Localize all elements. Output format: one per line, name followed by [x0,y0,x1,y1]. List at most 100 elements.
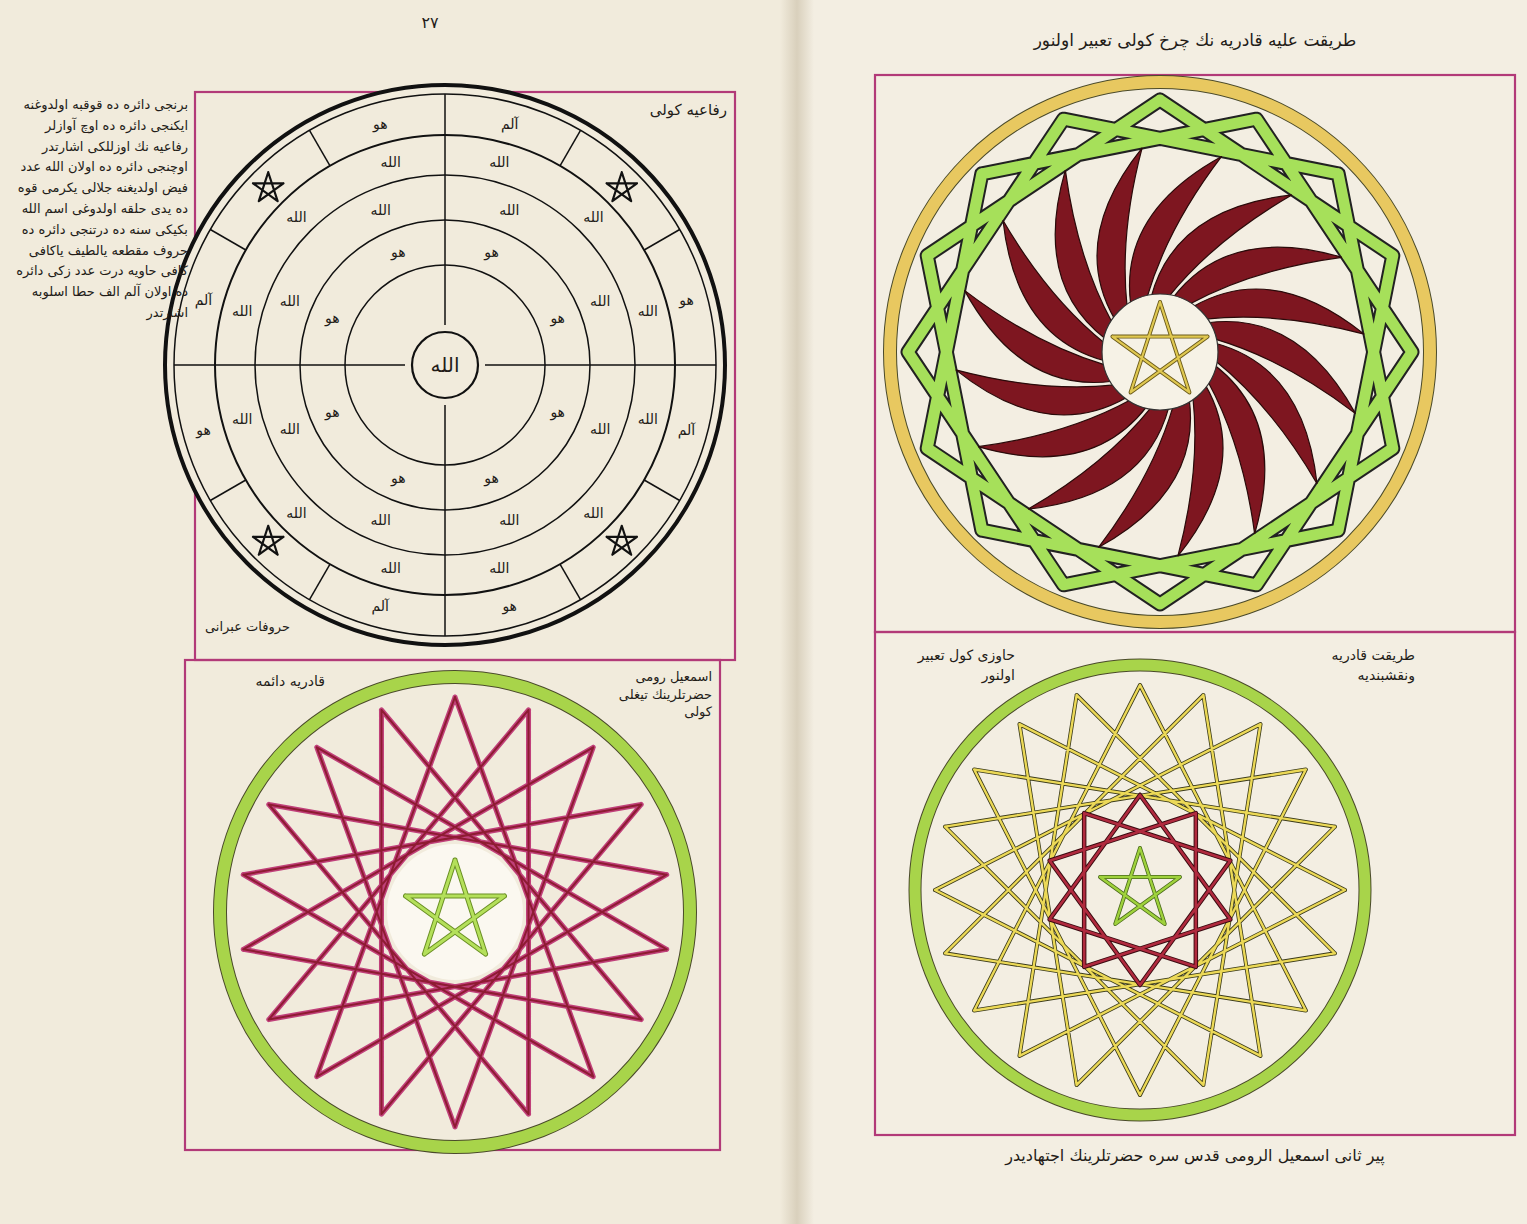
ring-line [215,135,675,595]
colored-ring [890,82,1430,622]
ring-band [915,665,1365,1115]
colored-ring [915,665,1365,1115]
ring-inscription: الله [232,302,252,319]
band-divider [444,94,446,135]
margin-note: برنجى دائره ده قوقبه اولدوغنه ايكنجى دائ… [8,95,188,324]
yellow-pentagram [1112,302,1207,392]
left-page [0,0,797,1224]
ring-inscription: هو [325,310,340,327]
pentagram-line [607,526,637,555]
red-star-line [243,697,666,1127]
diagram-heading: طريقت قادريه ونقشبنديه [1290,646,1415,685]
ring-inscription: هو [502,598,517,615]
yellow-pentagram-line [1112,302,1207,392]
petals [956,148,1364,556]
pentagram-line [253,526,283,555]
ring-band [890,82,1430,622]
frame-rule [875,632,1515,1135]
wheel-rose [890,82,1430,622]
pentagram-line [607,172,637,201]
ring-inscription: آلم [501,115,518,132]
gutter [780,0,814,1224]
ring-inscription: هو [679,292,694,309]
red-star-line [1050,795,1231,985]
yellow-pentagram-line [1112,302,1207,392]
ring-inscription: الله [371,201,391,218]
band-divider [310,130,331,166]
center-field [1102,294,1218,410]
diagram-heading: طريقت عليه قادريه نك چرخ كولى تعبير اولن… [875,29,1515,53]
ring-inscription: هو [484,469,499,486]
radial-divider [485,364,675,366]
page-number: ٢٧ [400,12,460,34]
yellow-star [935,685,1345,1095]
ring-inscription: الله [380,559,400,576]
pentagram [607,526,637,555]
ring-inscription: الله [590,292,610,309]
pentagram [253,172,283,201]
ring-inscription: هو [550,403,565,420]
diagram-heading: قادريه دائمه [225,672,325,692]
band-divider [310,564,331,600]
radial-divider [215,364,405,366]
yellow-star-line [935,685,1345,1095]
ring-inscription: الله [499,512,519,529]
center-field [387,844,523,980]
rifai-rose [165,85,725,645]
ring-inscription: هو [391,469,406,486]
ring-inscription: الله [371,512,391,529]
pentagram-line [253,172,283,201]
radial-divider [444,135,446,325]
ring-inscription: الله [489,154,509,171]
caption: پير ثانى اسمعيل الرومى قدس سره حضرتلرينك… [875,1145,1515,1167]
red-star [243,697,666,1127]
ring-inscription: الله [590,421,610,438]
ring-inscription: الله [583,208,603,225]
ring-inscription: هو [484,244,499,261]
ring-band [890,82,1430,622]
ring-band [220,677,690,1147]
red-star-line [243,697,666,1127]
band-divider [560,564,581,600]
ring-inscription: هو [550,310,565,327]
ring-inscription: هو [373,115,388,132]
green-pentagram-line [406,860,505,954]
diagram-heading: اسمعيل رومى حضرتلرينك تيغلى كولى [612,668,712,721]
ring-band [915,665,1365,1115]
ring-inscription: الله [499,201,519,218]
green-pentagram [406,860,505,954]
frame-rule [875,75,1515,632]
band-divider [644,480,680,501]
bladed-rose [220,677,690,1147]
ring-inscription: هو [196,421,211,438]
green-pentagram-line [1100,848,1180,924]
ring-inscription: الله [638,302,658,319]
ring-inscription: الله [286,505,306,522]
green-band-line [908,100,1412,604]
band-divider [210,480,246,501]
roundel-circle [412,332,478,398]
diagram-heading: حاوزى كول تعبير اولنور [895,646,1015,685]
ring-inscription: آلم [195,292,212,309]
band-divider [444,595,446,636]
ring-inscription: الله [232,411,252,428]
green-band [908,100,1412,604]
pentagram [607,172,637,201]
outer-circle [165,85,725,645]
ring-inscription: الله [380,154,400,171]
green-pentagram-line [406,860,505,954]
frame-rule [185,660,720,1150]
pentagram [253,526,283,555]
green-pentagram-line [1100,848,1180,924]
diagram-panel: رفاعيه كولىالله [195,92,735,660]
ring-inscription: الله [286,208,306,225]
band-divider [174,364,215,366]
band-divider [644,230,680,251]
ring-inscription: الله [489,559,509,576]
ring-inscription: الله [638,411,658,428]
red-star-line [1050,795,1231,985]
center-roundel: الله [410,330,480,400]
divine-name: الله [431,355,460,375]
radial-divider [444,405,446,595]
